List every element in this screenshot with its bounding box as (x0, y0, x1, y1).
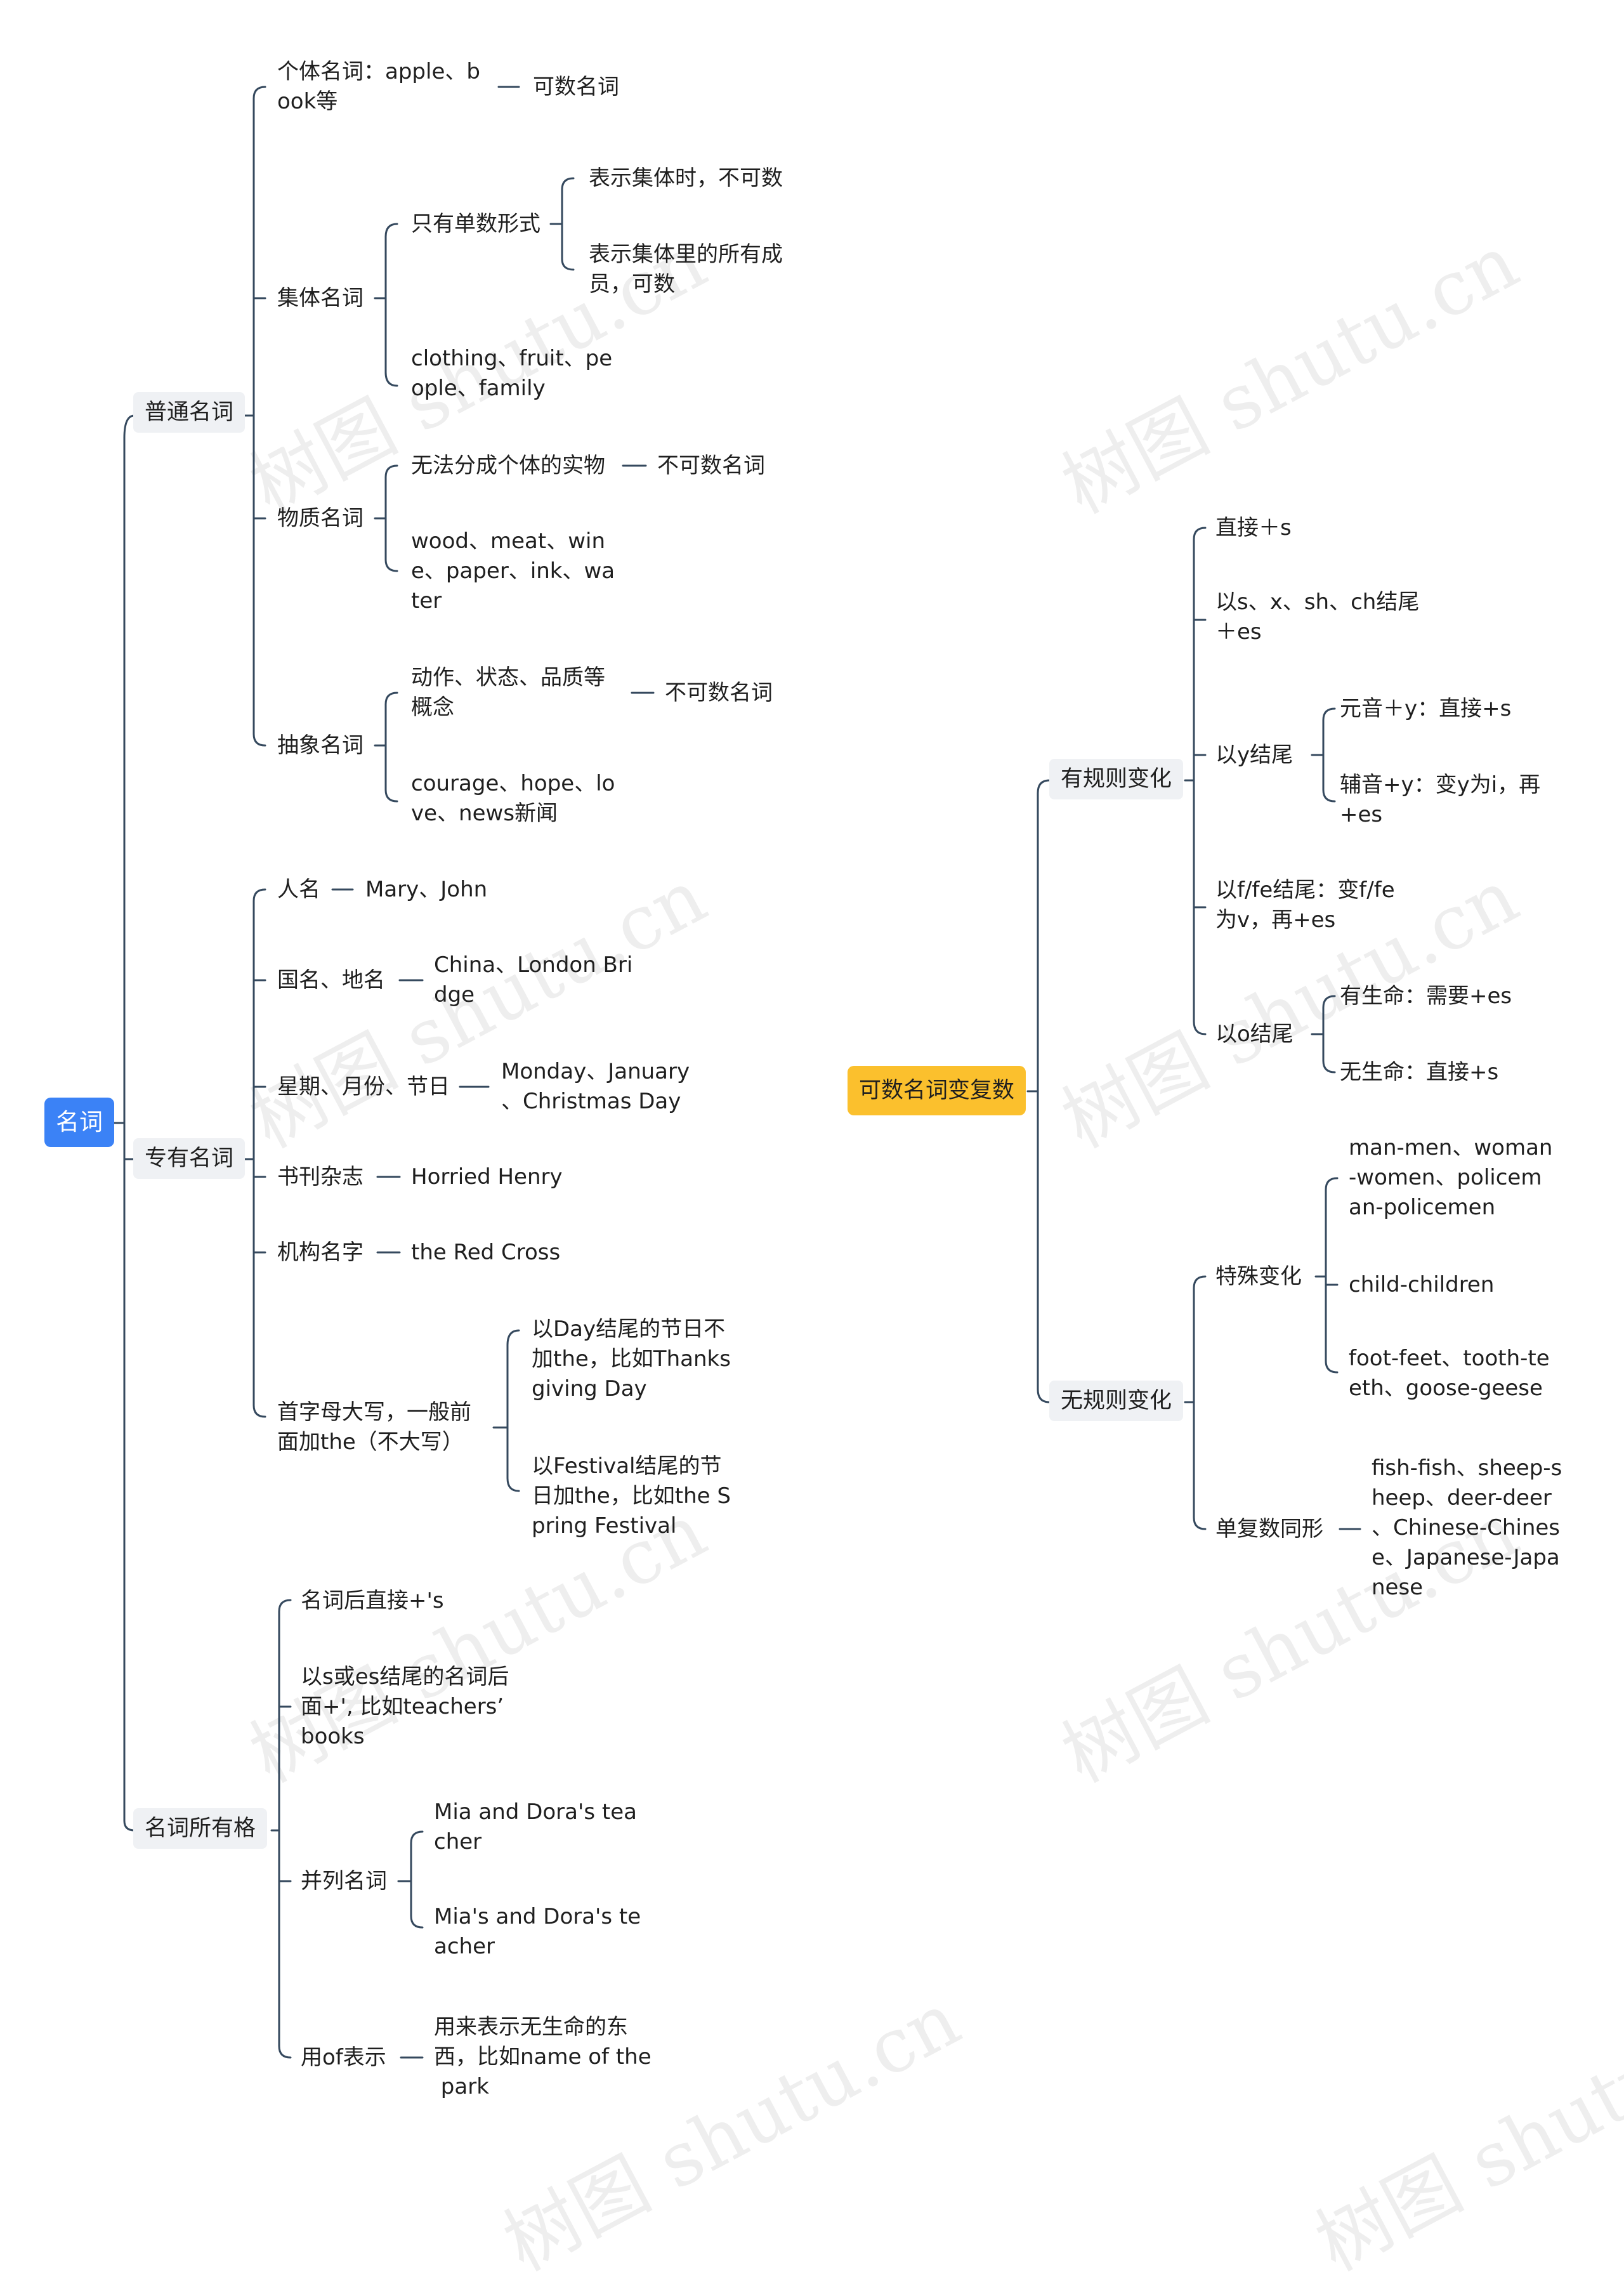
node-capitalize-the[interactable]: 首字母大写，一般前 面加the（不大写） (277, 1400, 471, 1455)
node-ends-in-o[interactable]: 以o结尾 (1215, 1021, 1293, 1047)
node-individual-noun[interactable]: 个体名词：apple、b ook等 (277, 59, 480, 114)
leaf-add-s[interactable]: 直接＋s (1215, 515, 1292, 541)
leaf-foot-tooth-goose[interactable]: foot-feet、tooth-te eth、goose-geese (1349, 1346, 1550, 1401)
leaf-add-apostrophe-s[interactable]: 名词后直接+'s (301, 1588, 444, 1613)
leaf-joint-possession[interactable]: Mia and Dora's tea cher (434, 1799, 637, 1854)
node-weekday-month-holiday[interactable]: 星期、月份、节日 (277, 1074, 450, 1100)
leaf-plural-apostrophe[interactable]: 以s或es结尾的名词后 面+', 比如teachers’ books (301, 1664, 509, 1749)
leaf-place-examples[interactable]: China、London Bri dge (434, 952, 633, 1008)
node-singular-only[interactable]: 只有单数形式 (411, 211, 540, 237)
node-regular-change[interactable]: 有规则变化 (1049, 759, 1184, 799)
node-of-phrase[interactable]: 用of表示 (301, 2045, 386, 2070)
connector-lines (113, 86, 1361, 2059)
node-abstract-concepts[interactable]: 动作、状态、品质等 概念 (411, 665, 605, 720)
node-same-singular-plural[interactable]: 单复数同形 (1215, 1516, 1323, 1542)
node-special-change[interactable]: 特殊变化 (1215, 1264, 1302, 1289)
node-irregular-change[interactable]: 无规则变化 (1049, 1381, 1184, 1421)
leaf-abstract-examples[interactable]: courage、hope、lo ve、news新闻 (411, 771, 615, 826)
node-country-place[interactable]: 国名、地名 (277, 968, 385, 993)
leaf-child-children[interactable]: child-children (1349, 1272, 1495, 1297)
leaf-consonant-y[interactable]: 辅音+y：变y为i，再 +es (1340, 772, 1541, 827)
node-common-noun[interactable]: 普通名词 (133, 392, 246, 433)
leaf-man-woman-policeman[interactable]: man-men、woman -women、policem an-policeme… (1349, 1135, 1553, 1220)
leaf-festival-holidays[interactable]: 以Festival结尾的节 日加the，比如the S pring Festiv… (532, 1454, 731, 1539)
leaf-organization-example[interactable]: the Red Cross (411, 1240, 561, 1265)
node-ends-in-y[interactable]: 以y结尾 (1215, 742, 1293, 768)
leaf-uncountable-2[interactable]: 不可数名词 (665, 680, 773, 706)
leaf-person-examples[interactable]: Mary、John (365, 877, 488, 902)
node-collective-noun[interactable]: 集体名词 (277, 286, 363, 311)
node-material-noun[interactable]: 物质名词 (277, 506, 363, 531)
node-possessive[interactable]: 名词所有格 (133, 1808, 268, 1849)
leaf-inanimate-s[interactable]: 无生命：直接+s (1340, 1060, 1499, 1085)
node-coordinate-nouns[interactable]: 并列名词 (301, 1868, 387, 1894)
leaf-animate-es[interactable]: 有生命：需要+es (1340, 983, 1512, 1009)
leaf-date-examples[interactable]: Monday、January 、Christmas Day (501, 1059, 690, 1114)
leaf-separate-possession[interactable]: Mia's and Dora's te acher (434, 1904, 641, 1959)
node-person-name[interactable]: 人名 (277, 877, 320, 902)
node-indivisible-matter[interactable]: 无法分成个体的实物 (411, 453, 605, 478)
leaf-vowel-y[interactable]: 元音＋y：直接+s (1340, 696, 1512, 721)
root-node-noun[interactable]: 名词 (44, 1098, 114, 1147)
leaf-of-inanimate[interactable]: 用来表示无生命的东 西，比如name of the park (434, 2014, 652, 2099)
leaf-fish-sheep-deer[interactable]: fish-fish、sheep-s heep、deer-deer 、Chines… (1372, 1455, 1562, 1600)
node-abstract-noun[interactable]: 抽象名词 (277, 733, 363, 758)
leaf-day-holidays[interactable]: 以Day结尾的节日不 加the，比如Thanks giving Day (532, 1316, 731, 1402)
leaf-collective-uncountable[interactable]: 表示集体时，不可数 (589, 166, 783, 191)
leaf-material-examples[interactable]: wood、meat、win e、paper、ink、wa ter (411, 528, 615, 614)
node-organization[interactable]: 机构名字 (277, 1240, 363, 1265)
leaf-uncountable-1[interactable]: 不可数名词 (657, 453, 765, 478)
leaf-publication-example[interactable]: Horried Henry (411, 1164, 563, 1190)
leaf-collective-members-countable[interactable]: 表示集体里的所有成 员，可数 (589, 242, 783, 297)
leaf-ends-in-f-fe[interactable]: 以f/fe结尾：变f/fe 为v，再+es (1215, 877, 1395, 933)
leaf-collective-examples[interactable]: clothing、fruit、pe ople、family (411, 346, 613, 401)
root-node-plural-forms[interactable]: 可数名词变复数 (848, 1066, 1026, 1115)
node-proper-noun[interactable]: 专有名词 (133, 1138, 246, 1179)
leaf-countable[interactable]: 可数名词 (533, 74, 619, 100)
leaf-add-es[interactable]: 以s、x、sh、ch结尾 ＋es (1215, 589, 1420, 645)
node-publication[interactable]: 书刊杂志 (277, 1164, 363, 1190)
